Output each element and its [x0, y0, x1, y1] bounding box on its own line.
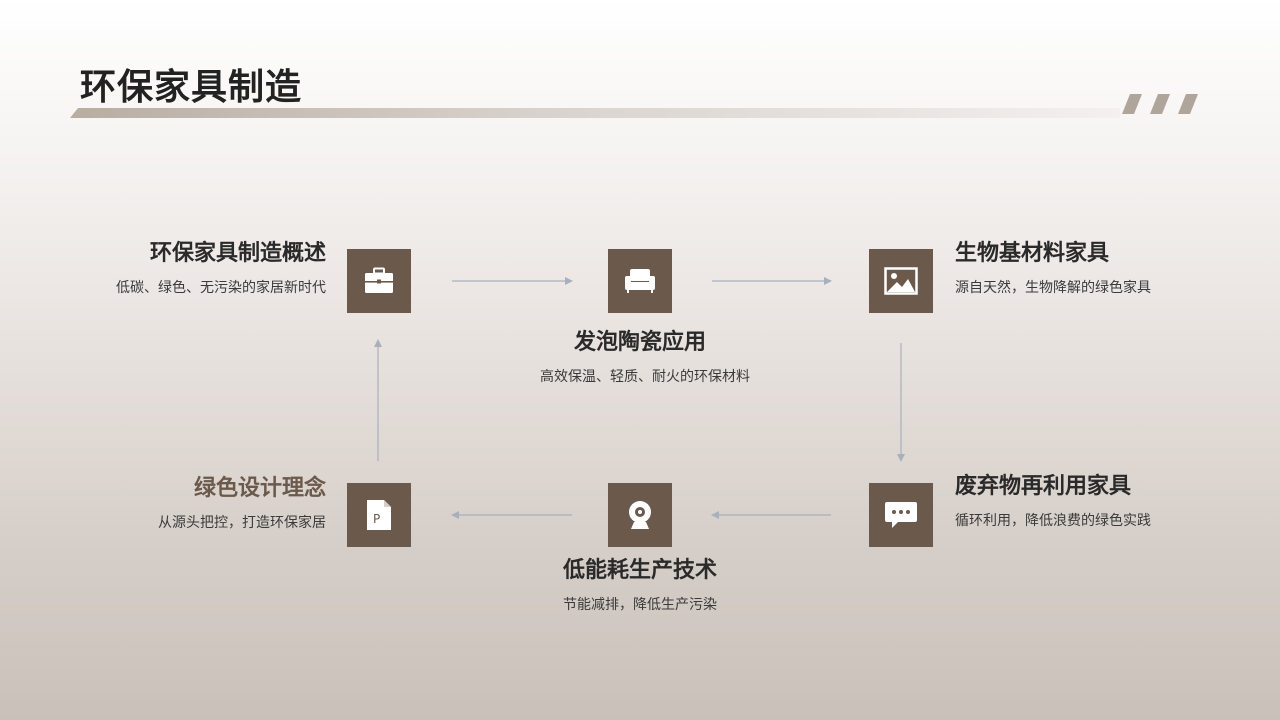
overview-title: 环保家具制造概述 — [149, 241, 326, 266]
recycled-title: 废弃物再利用家具 — [955, 474, 1132, 499]
label-bio-material: 生物基材料家具 源自天然，生物降解的绿色家具 — [955, 240, 1151, 298]
node-low-energy — [608, 483, 672, 547]
label-green-design: 绿色设计理念 从源头把控，打造环保家居 — [158, 475, 326, 533]
node-foam-ceramic — [608, 249, 672, 313]
green-design-title: 绿色设计理念 — [193, 476, 326, 501]
foam-ceramic-subtitle: 高效保温、轻质、耐火的环保材料 — [540, 369, 750, 385]
sofa-icon — [625, 269, 655, 293]
briefcase-icon — [365, 267, 393, 293]
page-title: 环保家具制造 — [80, 67, 303, 108]
webcam-icon — [629, 501, 651, 529]
low-energy-subtitle: 节能减排，降低生产污染 — [563, 597, 717, 613]
svg-text:P: P — [373, 512, 380, 526]
overview-subtitle: 低碳、绿色、无污染的家居新时代 — [116, 280, 326, 296]
node-recycled — [869, 483, 933, 547]
bio-material-subtitle: 源自天然，生物降解的绿色家具 — [955, 280, 1151, 296]
node-bio-material — [869, 249, 933, 313]
foam-ceramic-title: 发泡陶瓷应用 — [573, 330, 706, 355]
image-icon — [884, 267, 918, 295]
title-underline — [70, 108, 1120, 118]
label-low-energy: 低能耗生产技术 节能减排，降低生产污染 — [540, 557, 740, 615]
node-green-design: P — [347, 483, 411, 547]
label-overview: 环保家具制造概述 低碳、绿色、无污染的家居新时代 — [116, 240, 326, 298]
recycled-subtitle: 循环利用，降低浪费的绿色实践 — [955, 513, 1151, 529]
bio-material-title: 生物基材料家具 — [955, 241, 1110, 266]
document-icon: P — [367, 500, 391, 530]
chat-bubble-icon — [885, 502, 917, 528]
label-foam-ceramic: 发泡陶瓷应用 高效保温、轻质、耐火的环保材料 — [540, 329, 750, 387]
low-energy-title: 低能耗生产技术 — [562, 558, 717, 583]
decorative-stripes — [1122, 94, 1208, 114]
green-design-subtitle: 从源头把控，打造环保家居 — [158, 515, 326, 531]
node-overview — [347, 249, 411, 313]
label-recycled: 废弃物再利用家具 循环利用，降低浪费的绿色实践 — [955, 473, 1151, 531]
